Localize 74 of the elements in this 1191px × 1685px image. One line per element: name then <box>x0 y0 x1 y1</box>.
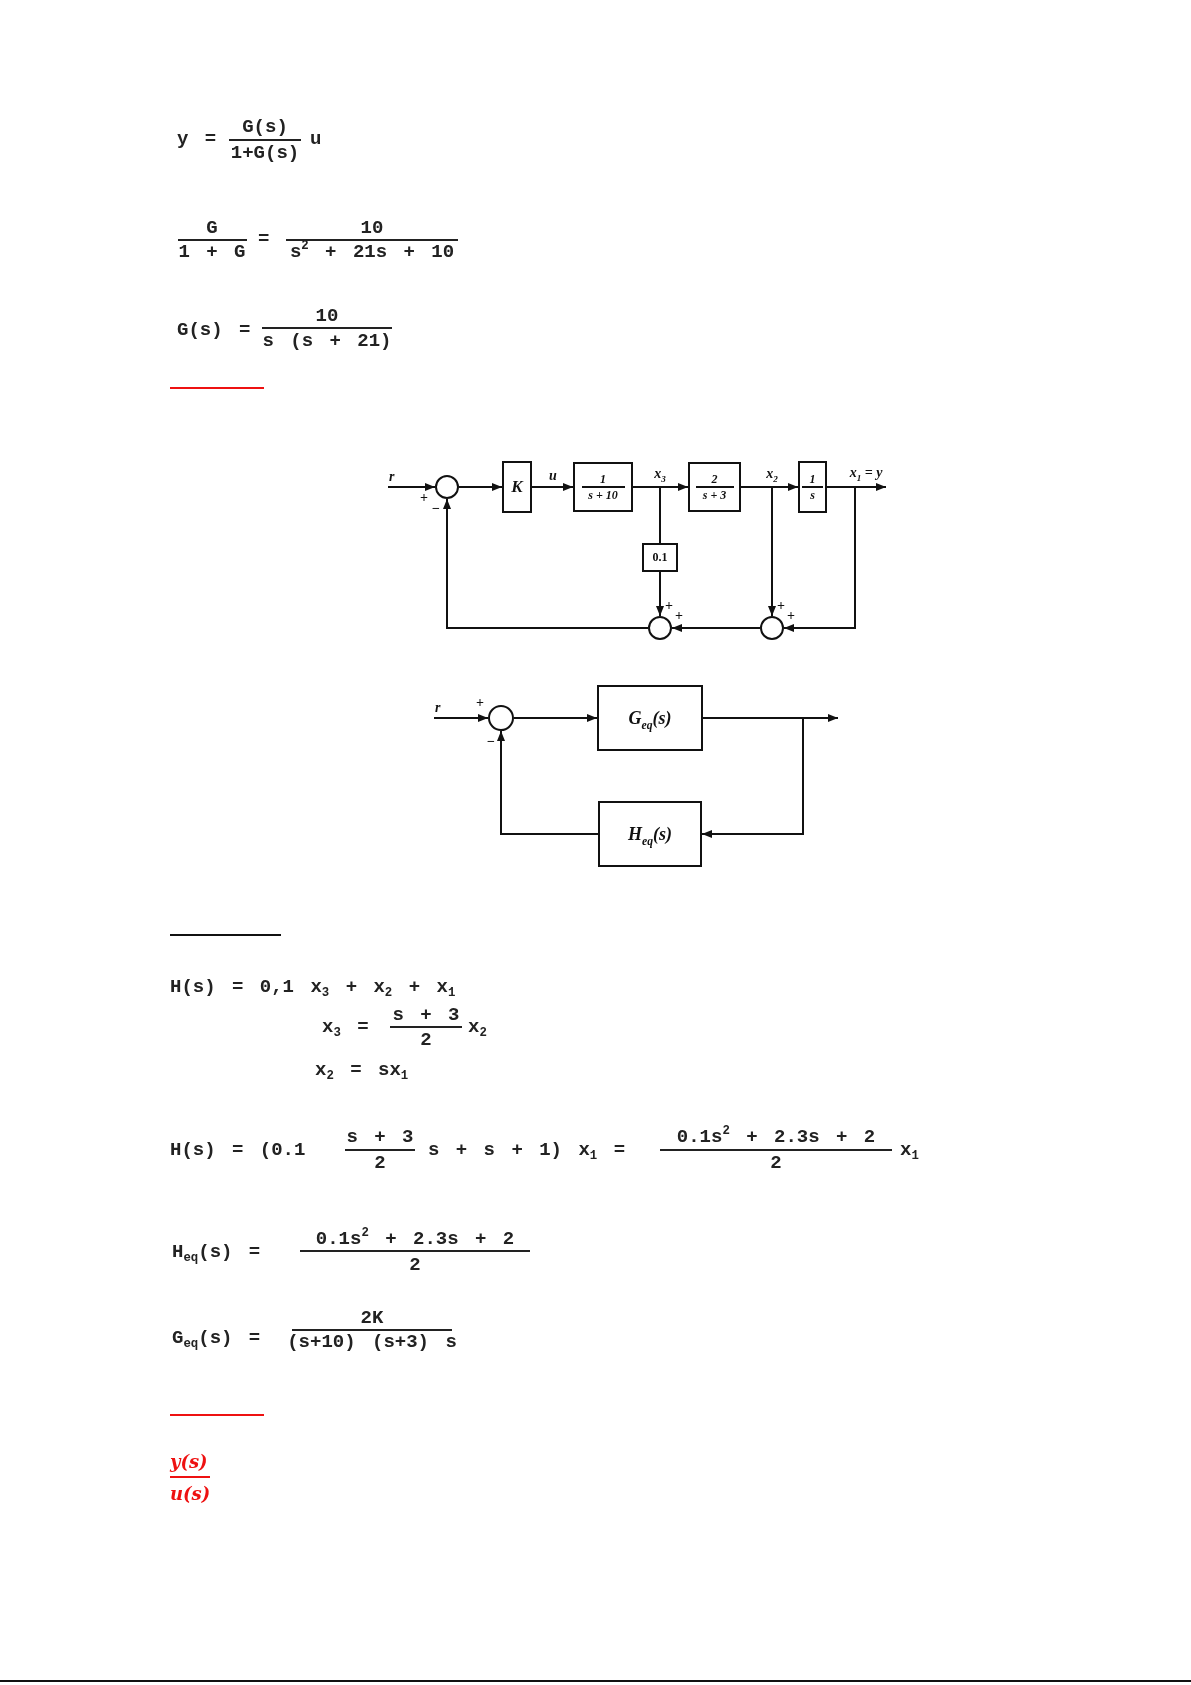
summing-junction <box>435 475 459 499</box>
arrow <box>531 483 574 491</box>
arrow <box>656 571 664 617</box>
arrow <box>783 486 856 632</box>
equation-text: s + s + 1) x$_{1}$ = <box>428 1139 626 1161</box>
fraction-denominator: 2 <box>420 1029 432 1051</box>
arrow <box>443 498 649 629</box>
summing-junction <box>760 616 784 640</box>
fraction-numerator: 10 <box>315 305 339 327</box>
fraction-denominator: s + 10 <box>588 488 618 502</box>
sign-label: − <box>432 502 440 516</box>
input-label: r <box>389 470 397 486</box>
equation-text: G(s) = <box>177 319 251 341</box>
arrow <box>740 486 776 617</box>
arrow <box>497 730 599 835</box>
fraction-numerator: 1 <box>809 472 816 486</box>
equation-text: G$_{eq}$(s) = <box>172 1327 261 1349</box>
input-label: r <box>435 701 443 717</box>
fraction-numerator: G <box>206 217 218 239</box>
block-label: K <box>511 478 523 496</box>
fraction-denominator: 1+G(s) <box>230 142 300 164</box>
fraction-denominator: (s+10) (s+3) s <box>287 1331 457 1353</box>
fraction-denominator: s <box>810 488 815 502</box>
transfer-function-block <box>642 543 678 572</box>
sign-label: + <box>476 696 484 710</box>
sign-label: + <box>420 491 428 505</box>
arrow <box>701 717 804 838</box>
sign-label: + <box>787 609 795 623</box>
arrow <box>434 714 489 722</box>
equation-text: H$_{eq}$(s) = <box>172 1241 261 1263</box>
fraction-numerator: s + 3 <box>346 1126 414 1148</box>
arrow <box>458 483 503 491</box>
transfer-function-block <box>573 462 633 512</box>
summing-junction <box>648 616 672 640</box>
fraction-numerator: 0.1s$^{2}$ + 2.3s + 2 <box>315 1228 515 1250</box>
equation-text: y = <box>177 128 217 150</box>
fraction-denominator: 2 <box>770 1152 782 1174</box>
transfer-function-block <box>598 801 702 867</box>
arrow <box>388 483 436 491</box>
fraction-numerator: 10 <box>360 217 384 239</box>
fraction-denominator: s (s + 21) <box>262 330 392 352</box>
equation-text: x$_{2}$ = sx$_{1}$ <box>315 1059 409 1081</box>
fraction-numerator: s + 3 <box>392 1004 460 1026</box>
equation-text: x$_{2}$ <box>468 1016 487 1038</box>
fraction-numerator: 2 <box>711 472 718 486</box>
summing-junction <box>488 705 514 731</box>
equation-text: u(s) <box>170 1484 211 1504</box>
fraction-numerator: 2K <box>360 1307 384 1329</box>
connector-line <box>632 486 661 544</box>
fraction-denominator: 2 <box>374 1152 386 1174</box>
fraction-denominator: s + 3 <box>702 488 727 502</box>
equation-text: = <box>258 228 270 250</box>
equation-text: u <box>310 128 322 150</box>
fraction-numerator: 1 <box>600 472 606 486</box>
arrow <box>671 624 761 632</box>
equation-text: H(s) = (0.1 <box>170 1139 306 1161</box>
fraction-numerator: G(s) <box>242 116 288 138</box>
equation-text: x$_{3}$ = <box>322 1016 369 1038</box>
sign-label: + <box>665 599 673 613</box>
equation-text: y(s) <box>170 1452 208 1472</box>
fraction-denominator: 2 <box>409 1254 421 1276</box>
equation-text: x$_{1}$ <box>900 1139 919 1161</box>
equation-text: H(s) = 0,1 x$_{3}$ + x$_{2}$ + x$_{1}$ <box>170 976 456 998</box>
transfer-function-block <box>502 461 532 513</box>
arrow <box>513 714 598 722</box>
fraction-numerator: 0.1s$^{2}$ + 2.3s + 2 <box>676 1126 876 1148</box>
sign-label: + <box>675 609 683 623</box>
sign-label: + <box>777 599 785 613</box>
block-label: 0.1 <box>652 551 668 564</box>
fraction-denominator: 1 + G <box>178 241 246 263</box>
sign-label: − <box>487 735 495 749</box>
transfer-function-block <box>688 462 741 512</box>
transfer-function-block <box>798 461 827 513</box>
transfer-function-block <box>597 685 703 751</box>
